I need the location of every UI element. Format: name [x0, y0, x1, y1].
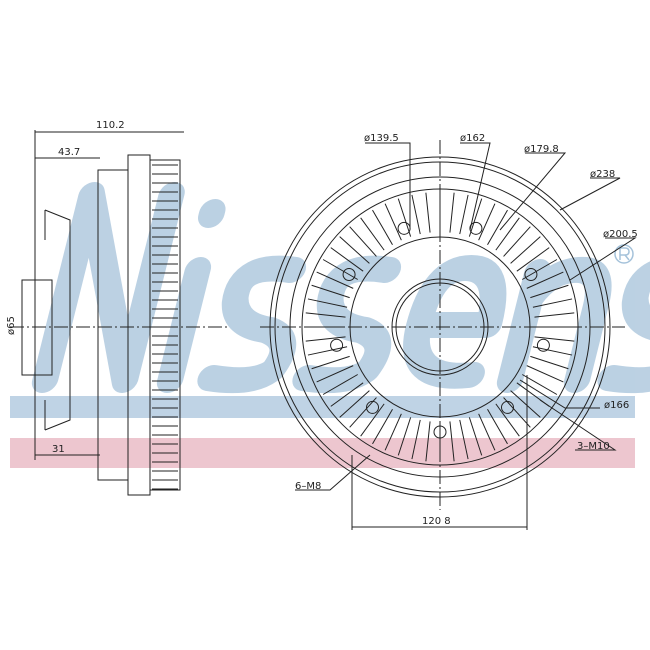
cooling-fin: [530, 284, 569, 299]
cooling-fin: [411, 194, 421, 235]
cooling-fin: [449, 192, 455, 233]
cooling-fin: [459, 419, 469, 460]
cooling-fin: [503, 397, 531, 428]
cooling-fin: [316, 271, 354, 289]
bolt-hole: [524, 268, 538, 281]
cooling-fin: [360, 217, 385, 251]
registered-mark: [614, 244, 634, 264]
cooling-fin: [349, 397, 377, 428]
dim-d166: ø166: [604, 400, 629, 411]
cooling-fin: [372, 209, 393, 245]
cooling-fin: [372, 409, 393, 445]
cooling-fin: [495, 217, 520, 251]
dim-width-total: 110.2: [96, 120, 125, 131]
cooling-fin: [532, 346, 573, 356]
cooling-fin: [503, 226, 531, 257]
cooling-fin: [449, 421, 455, 462]
bolt-hole: [366, 400, 380, 414]
cooling-fin: [534, 336, 575, 342]
side-view: [10, 130, 230, 496]
cooling-fin: [322, 374, 358, 395]
dim-d139-5: ø139.5: [364, 133, 399, 144]
cooling-fin: [532, 298, 573, 308]
bolt-hole: [342, 268, 356, 281]
thread-6-m8: 6–M8: [295, 481, 321, 492]
cooling-fin: [330, 247, 364, 272]
cooling-fin: [510, 236, 541, 264]
cooling-fin: [307, 298, 348, 308]
cooling-fin: [307, 346, 348, 356]
dim-d162: ø162: [460, 133, 485, 144]
cooling-fin: [495, 403, 520, 437]
cooling-fin: [311, 284, 350, 299]
cooling-fin: [397, 198, 412, 237]
watermark-logo: [31, 182, 650, 394]
cooling-fin: [305, 312, 346, 318]
dim-d238: ø238: [590, 169, 615, 180]
cooling-fin: [526, 365, 564, 383]
dim-shaft-diameter: ø65: [6, 316, 17, 335]
cooling-fin: [316, 365, 354, 383]
cooling-fin: [478, 413, 496, 451]
cooling-fin: [487, 209, 508, 245]
cooling-fin: [322, 259, 358, 280]
bolt-hole: [330, 338, 344, 352]
cooling-fin: [425, 421, 431, 462]
cooling-fin: [349, 226, 377, 257]
dim-span: 120 8: [422, 516, 451, 527]
cooling-fin: [459, 194, 469, 235]
cooling-fin: [311, 355, 350, 370]
bolt-hole: [500, 400, 514, 414]
cooling-fin: [487, 409, 508, 445]
bolt-hole: [433, 425, 447, 439]
cooling-fin: [510, 390, 541, 418]
cooling-fin: [468, 198, 483, 237]
cooling-fin: [530, 355, 569, 370]
dim-offset: 31: [52, 444, 65, 455]
cooling-fin: [522, 259, 558, 280]
cooling-fin: [411, 419, 421, 460]
cooling-fin: [478, 203, 496, 241]
bolt-hole: [536, 338, 550, 352]
cooling-fin: [468, 417, 483, 456]
cooling-fin: [397, 417, 412, 456]
cooling-fin: [425, 192, 431, 233]
cooling-fin: [534, 312, 575, 318]
cooling-fin: [305, 336, 346, 342]
cooling-fin: [384, 203, 402, 241]
cooling-fin: [339, 236, 370, 264]
cooling-fin: [384, 413, 402, 451]
dim-d200-5: ø200.5: [603, 229, 638, 240]
cooling-fin: [360, 403, 385, 437]
watermark-blue-band: [10, 396, 635, 418]
dim-d179-8: ø179.8: [524, 144, 559, 155]
cooling-fin: [516, 247, 550, 272]
cooling-fin: [526, 271, 564, 289]
thread-3-m10: 3–M10: [577, 441, 610, 452]
cooling-fin: [522, 374, 558, 395]
cooling-fin: [330, 382, 364, 407]
front-view: [260, 140, 637, 530]
dim-width-hub: 43.7: [58, 147, 80, 158]
cooling-fin: [339, 390, 370, 418]
